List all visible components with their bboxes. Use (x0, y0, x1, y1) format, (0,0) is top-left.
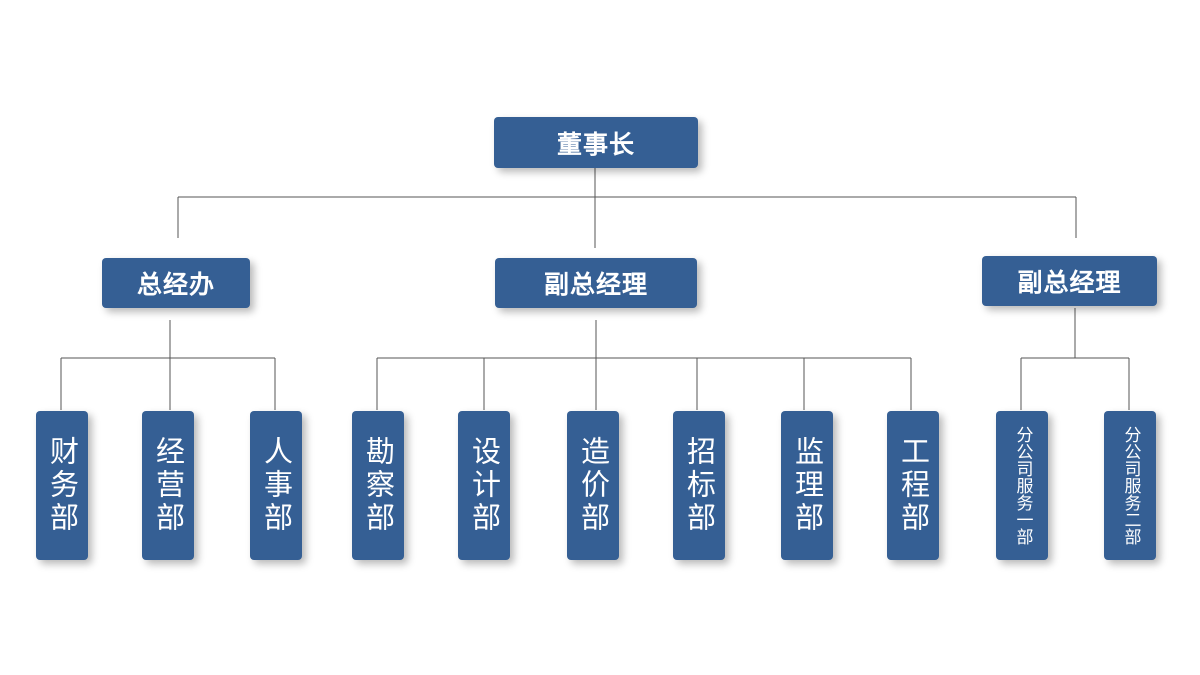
department-node-label: 分公司服务二部 (1120, 426, 1141, 545)
department-node-label: 人事部 (259, 436, 294, 535)
manager-node-label: 副总经理 (543, 270, 648, 299)
department-node-label: 经营部 (151, 436, 186, 535)
manager-node-general-office: 总经办 (102, 258, 250, 308)
department-node: 工程部 (887, 411, 939, 560)
department-node-label: 监理部 (790, 436, 825, 535)
department-node: 分公司服务一部 (996, 411, 1048, 560)
root-node: 董事长 (494, 117, 698, 168)
department-node-label: 造价部 (576, 436, 611, 535)
manager-node-deputy-1: 副总经理 (495, 258, 697, 308)
department-node: 人事部 (250, 411, 302, 560)
department-node-label: 设计部 (467, 436, 502, 535)
department-node: 监理部 (781, 411, 833, 560)
department-node-label: 招标部 (682, 436, 717, 535)
department-node-label: 分公司服务一部 (1012, 426, 1033, 545)
department-node: 经营部 (142, 411, 194, 560)
department-node: 设计部 (458, 411, 510, 560)
manager-node-deputy-2: 副总经理 (982, 256, 1157, 306)
manager-node-label: 副总经理 (1017, 268, 1122, 297)
department-node: 分公司服务二部 (1104, 411, 1156, 560)
manager-node-label: 总经办 (136, 270, 215, 299)
department-node: 招标部 (673, 411, 725, 560)
department-node-label: 勘察部 (361, 436, 396, 535)
department-node-label: 工程部 (896, 436, 931, 535)
department-node: 勘察部 (352, 411, 404, 560)
department-node: 财务部 (36, 411, 88, 560)
department-node: 造价部 (567, 411, 619, 560)
department-node-label: 财务部 (45, 436, 80, 535)
root-node-label: 董事长 (556, 129, 635, 159)
